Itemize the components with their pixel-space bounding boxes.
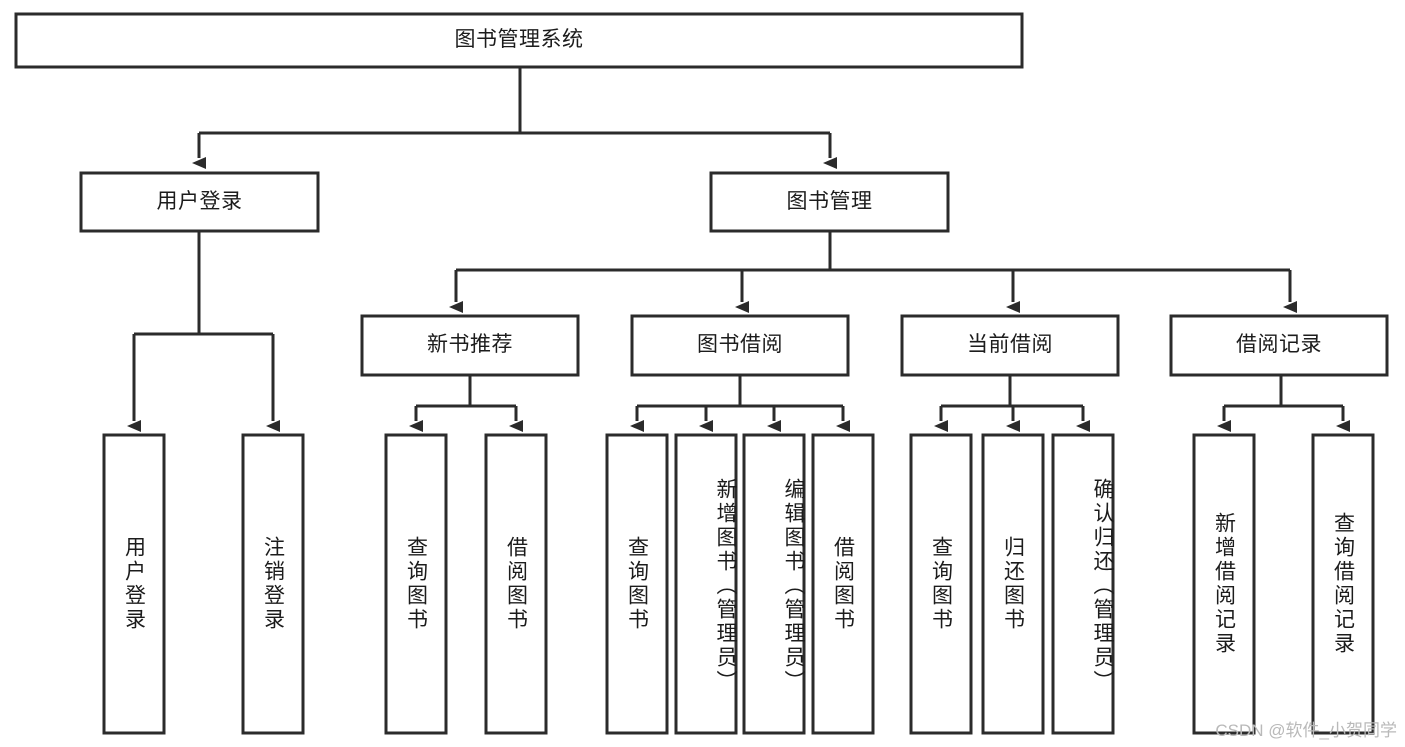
node-box-current-borrow[interactable] <box>900 314 1120 377</box>
node-box-leaf-edit-book[interactable] <box>742 433 806 735</box>
node-box-leaf-query-book-current[interactable] <box>909 433 973 735</box>
node-box-leaf-add-borrow-record[interactable] <box>1192 433 1256 735</box>
node-box-new-book-recommend[interactable] <box>360 314 580 377</box>
node-box-root[interactable] <box>14 12 1024 69</box>
node-box-leaf-add-book[interactable] <box>674 433 738 735</box>
node-box-leaf-confirm-return[interactable] <box>1051 433 1115 735</box>
node-box-leaf-return-book[interactable] <box>981 433 1045 735</box>
csdn-watermark: CSDN @软件_小贺同学 <box>1215 721 1397 740</box>
node-box-leaf-query-book-borrow[interactable] <box>605 433 669 735</box>
node-box-book-borrow[interactable] <box>630 314 850 377</box>
node-box-leaf-borrow-book[interactable] <box>811 433 875 735</box>
node-box-leaf-borrow-book-recommend[interactable] <box>484 433 548 735</box>
node-box-leaf-user-login[interactable] <box>102 433 166 735</box>
node-box-leaf-logout-login[interactable] <box>241 433 305 735</box>
node-box-leaf-query-borrow-record[interactable] <box>1311 433 1375 735</box>
node-box-borrow-record[interactable] <box>1169 314 1389 377</box>
node-box-user-login[interactable] <box>79 171 320 233</box>
node-box-leaf-query-book-recommend[interactable] <box>384 433 448 735</box>
node-box-book-management[interactable] <box>709 171 950 233</box>
